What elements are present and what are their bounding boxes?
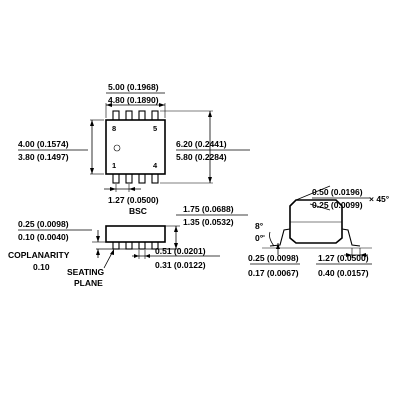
overall-width-min-label: 5.80 (0.2284) (176, 152, 227, 162)
lead-width-min-label: 0.31 (0.0122) (155, 260, 206, 270)
package-body-side (105, 225, 166, 243)
coplanarity-value: 0.10 (33, 262, 50, 272)
end-lead-left (269, 228, 291, 247)
seating-plane-label-2: PLANE (74, 278, 103, 288)
end-lead-right (341, 228, 361, 247)
chamfer-angle-label: × 45° (369, 194, 390, 204)
standoff-max-label: 0.25 (0.0098) (18, 219, 69, 229)
package-body-top (105, 119, 166, 175)
pin-label-5: 5 (153, 124, 157, 133)
body-width-min-label: 3.80 (0.1497) (18, 152, 69, 162)
pitch-label: 1.27 (0.0500) (108, 195, 159, 205)
chamfer-leader (295, 185, 331, 201)
pitch-bsc-label: BSC (129, 206, 147, 216)
chamfer-min-label: 0.25 (0.0099) (312, 200, 363, 210)
length-max-label: 5.00 (0.1968) (108, 82, 159, 92)
height-max-label: 1.75 (0.0688) (183, 204, 234, 214)
pin-label-1: 1 (112, 161, 116, 170)
lead-thickness-min-label: 0.17 (0.0067) (248, 268, 299, 278)
foot-length-min-label: 0.40 (0.0157) (318, 268, 369, 278)
side-view: 0.25 (0.0098) 0.10 (0.0040) COPLANARITY … (8, 204, 248, 288)
body-width-max-label: 4.00 (0.1574) (18, 139, 69, 149)
angle-min-label: 0° (255, 233, 264, 243)
lead-width-max-label: 0.51 (0.0201) (155, 246, 206, 256)
top-view: 8 5 1 4 5.00 (0.1968) 4.80 (0.1890) 4.00… (18, 82, 250, 216)
lead-thickness-max-label: 0.25 (0.0098) (248, 253, 299, 263)
end-view: 0.50 (0.0196) 0.25 (0.0099) × 45° 8° 0° … (248, 185, 390, 278)
seating-plane-label-1: SEATING (67, 267, 105, 277)
height-min-label: 1.35 (0.0532) (183, 217, 234, 227)
standoff-min-label: 0.10 (0.0040) (18, 232, 69, 242)
coplanarity-label: COPLANARITY (8, 250, 70, 260)
chamfer-max-label: 0.50 (0.0196) (312, 187, 363, 197)
pin-label-8: 8 (112, 124, 116, 133)
pin1-marker-icon (113, 144, 121, 152)
length-min-label: 4.80 (0.1890) (108, 95, 159, 105)
foot-length-max-label: 1.27 (0.0500) (318, 253, 369, 263)
package-body-end (289, 199, 343, 244)
overall-width-max-label: 6.20 (0.2441) (176, 139, 227, 149)
pin-label-4: 4 (153, 161, 158, 170)
angle-max-label: 8° (255, 221, 264, 231)
lead-angle-arc (269, 231, 275, 247)
